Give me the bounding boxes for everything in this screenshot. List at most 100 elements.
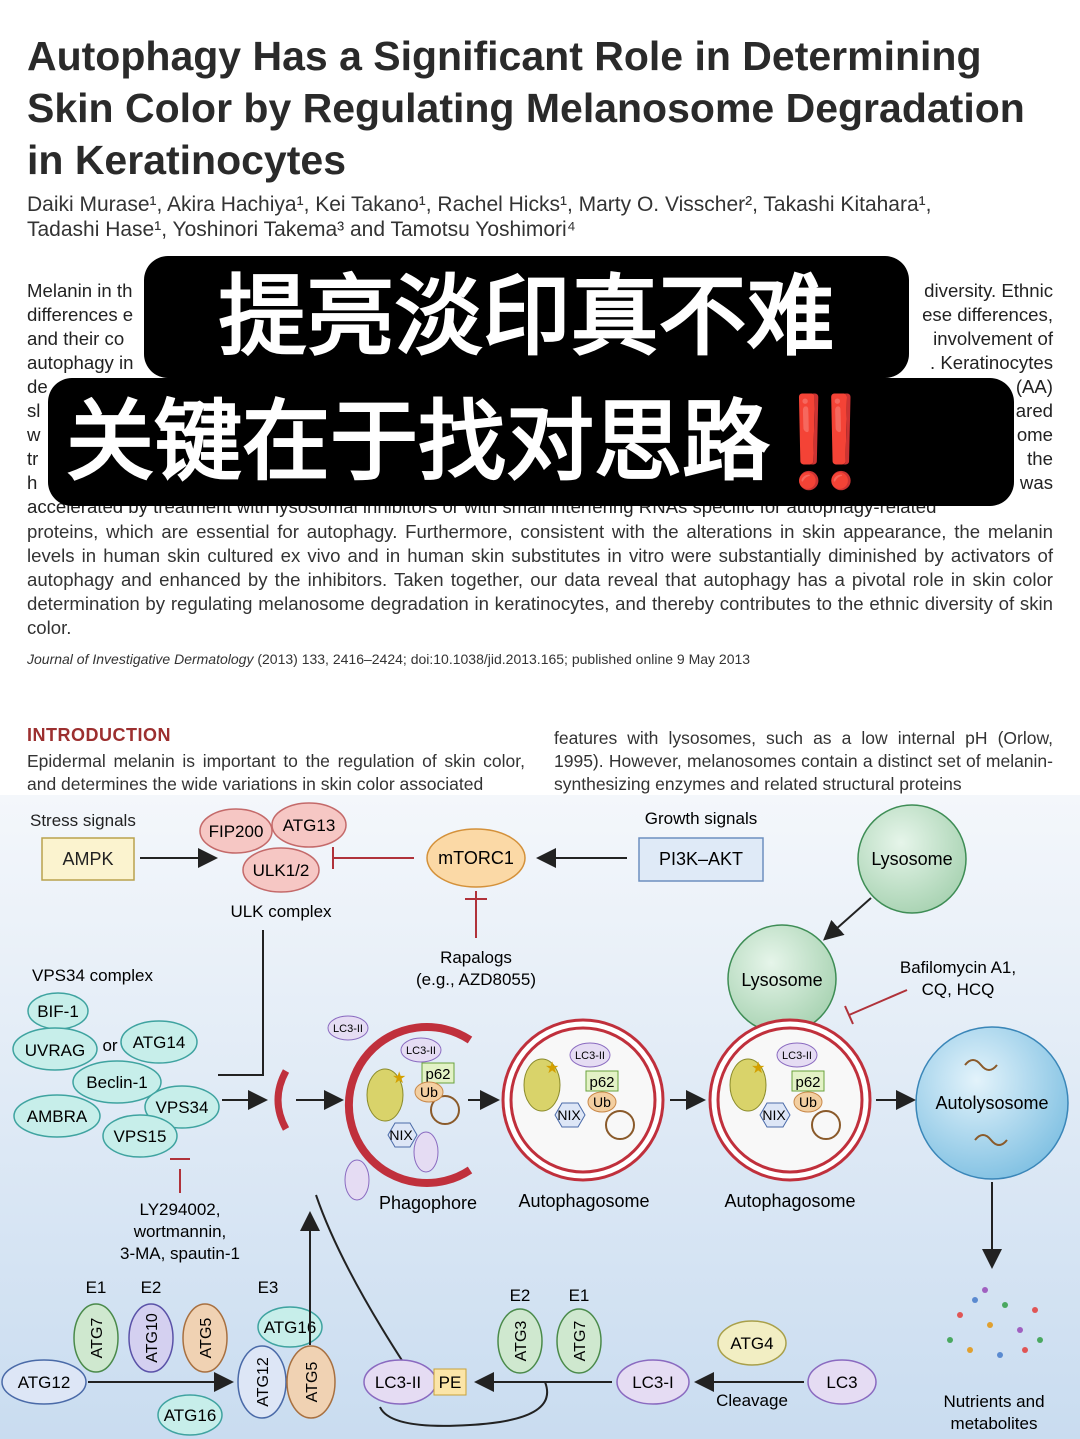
atg16-top-label: ATG16 — [264, 1318, 317, 1337]
vps34-label: VPS34 — [156, 1098, 209, 1117]
atg14-label: ATG14 — [133, 1033, 186, 1052]
mtorc1-node — [426, 828, 526, 888]
autophagy-pathway-diagram: Stress signals AMPK FIP200 ATG13 ULK1/2 … — [0, 795, 1080, 1439]
authors-line-1: Daiki Murase¹, Akira Hachiya¹, Kei Takan… — [27, 193, 932, 216]
autophagosome-1-label: Autophagosome — [518, 1191, 649, 1211]
atg5-mid-label: ATG5 — [304, 1362, 321, 1403]
cq-hcq-label: CQ, HCQ — [922, 980, 995, 999]
rapalogs-example-label: (e.g., AZD8055) — [416, 970, 536, 989]
fip200-label: FIP200 — [209, 822, 264, 841]
p62-box-3 — [791, 1070, 825, 1092]
abstract-fragment: involvement of — [933, 328, 1053, 349]
star-icon: ★ — [392, 1070, 406, 1087]
journal-info: (2013) 133, 2416–2424; doi:10.1038/jid.2… — [257, 651, 751, 667]
ub-node-3 — [793, 1091, 823, 1113]
abstract-fragment: w — [27, 424, 41, 445]
growth-signals-label: Growth signals — [645, 809, 757, 828]
phagophore-label: Phagophore — [379, 1193, 477, 1213]
autophagosome-1-star-icon: ★ — [545, 1060, 559, 1077]
atg12-mid-node — [237, 1345, 287, 1419]
banner-line-2-text: 关键在于找对思路 — [66, 390, 771, 493]
ub-label-3: Ub — [799, 1094, 817, 1110]
atg16-top-node — [257, 1306, 323, 1348]
double-exclamation-icon: ‼️ — [770, 390, 880, 493]
atg7-left-label: ATG7 — [89, 1318, 106, 1359]
lc3ii-label-2: LC3-II — [406, 1045, 436, 1057]
ub-node-1 — [414, 1081, 444, 1103]
autophagosome-1-mitochondrion-icon — [523, 1058, 561, 1112]
lc3ii-node-2 — [400, 1037, 442, 1063]
intro-left-column: Epidermal melanin is important to the re… — [27, 751, 525, 794]
bif1-label: BIF-1 — [37, 1002, 79, 1021]
ulk-to-nucleation-line — [218, 930, 264, 1076]
3ma-label: 3-MA, spautin-1 — [120, 1244, 240, 1263]
isolation-membrane — [274, 1069, 290, 1131]
ub-node-2 — [587, 1091, 617, 1113]
uvrag-node — [12, 1027, 98, 1071]
atg5-left-node — [182, 1303, 228, 1373]
atg16-bottom-node — [157, 1394, 223, 1436]
atg12-mid-label: ATG12 — [255, 1357, 272, 1407]
lc3ii-label-6: LC3-II — [782, 1050, 812, 1062]
abstract-fragment: and their co — [27, 328, 125, 349]
cleavage-label: Cleavage — [716, 1391, 788, 1410]
autophagosome-2-label: Autophagosome — [724, 1191, 855, 1211]
abstract-fragment: Melanin in th — [27, 280, 133, 301]
abstract-fragment: sl — [27, 400, 41, 421]
abstract-fragment: autophagy in — [27, 352, 134, 373]
e2-left-label: E2 — [141, 1278, 162, 1297]
e3-label: E3 — [258, 1278, 279, 1297]
atg7-right-label: ATG7 — [572, 1321, 589, 1362]
ub-label-1: Ub — [420, 1084, 438, 1100]
vps34-complex-label: VPS34 complex — [32, 966, 153, 985]
lysosome-mid-label: Lysosome — [741, 970, 822, 990]
ampk-box — [41, 837, 135, 881]
abstract-body: proteins, which are essential for autoph… — [27, 521, 1053, 638]
abstract-fragment: h — [27, 472, 38, 493]
lc3ii-node-6 — [776, 1042, 818, 1068]
pi3k-akt-box — [638, 837, 764, 882]
fip200-node — [199, 808, 273, 854]
autophagosome-2-star-icon: ★ — [751, 1060, 765, 1077]
abstract-fragment: de — [27, 376, 48, 397]
atg14-node — [120, 1020, 198, 1064]
abstract-fragment: differences e — [27, 304, 134, 325]
intro-right-column: features with lysosomes, such as a low i… — [554, 728, 1053, 794]
atg3-node — [497, 1308, 543, 1374]
intro-heading: INTRODUCTION — [27, 725, 171, 745]
authors-line-2: Tadashi Hase¹, Yoshinori Takema³ and Tam… — [27, 218, 576, 241]
vps34-node — [144, 1085, 220, 1129]
abstract-fragment: diversity. Ethnic — [924, 280, 1053, 301]
bafilomycin-inhibit-bar — [844, 1005, 854, 1025]
atg7-left-node — [73, 1303, 119, 1373]
conjugation-loop — [379, 1381, 548, 1427]
overlay-banner-line-2: 关键在于找对思路‼️ — [48, 378, 1014, 506]
lysosome-top — [857, 804, 967, 914]
atg5-left-label: ATG5 — [198, 1318, 215, 1359]
abstract-fragment: . Keratinocytes — [930, 352, 1053, 373]
nix-label-3: NIX — [762, 1107, 786, 1123]
nix-hexagon-3 — [759, 1102, 791, 1128]
author-list: Daiki Murase¹, Akira Hachiya¹, Kei Takan… — [27, 192, 1057, 242]
stress-signals-label: Stress signals — [30, 811, 136, 830]
lc3ii-node-3 — [344, 1159, 370, 1201]
ampk-label: AMPK — [62, 849, 113, 869]
lc3i-label: LC3-I — [632, 1373, 674, 1392]
abstract-fragment: ome — [1016, 424, 1053, 445]
ambra-node — [13, 1094, 101, 1138]
p62-box-1 — [421, 1062, 455, 1084]
lc3ii-node-4 — [413, 1131, 439, 1173]
atg7-right-node — [556, 1308, 602, 1374]
nix-hexagon-1 — [387, 1122, 418, 1148]
journal-citation: Journal of Investigative Dermatology (20… — [27, 651, 750, 667]
nutrients-cluster-icon — [947, 1287, 1043, 1358]
ulk12-node — [242, 847, 320, 893]
lc3ii-node-1 — [327, 1015, 369, 1041]
abstract-fragment: ared — [1015, 400, 1053, 421]
abstract-fragment: tr — [27, 448, 39, 469]
ulk-complex-label: ULK complex — [230, 902, 332, 921]
autolysosome-node — [915, 1026, 1069, 1180]
atg16-bottom-label: ATG16 — [164, 1406, 217, 1425]
lc3-label: LC3 — [826, 1373, 857, 1392]
rapalogs-label: Rapalogs — [440, 948, 512, 967]
